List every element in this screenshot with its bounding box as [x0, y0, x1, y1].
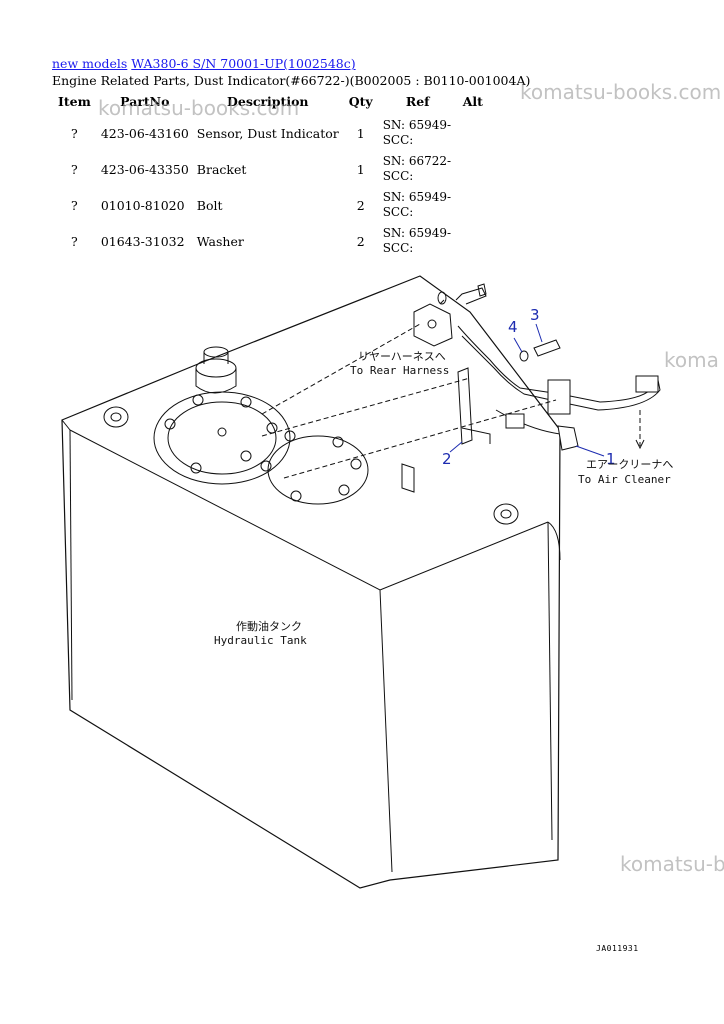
cell-description: Bracket [196, 161, 247, 177]
cell-alt [457, 115, 489, 151]
cell-partno: 423-06-43160 [100, 125, 189, 141]
breadcrumb-link-new-models[interactable]: new models [52, 56, 128, 71]
leader-lines [261, 323, 641, 479]
hydraulic-tank-drawing [61, 275, 561, 889]
header-alt: Alt [462, 94, 483, 109]
parts-table: Item PartNo Description Qty Ref Alt ? 42… [52, 92, 489, 259]
table-row: ? 423-06-43160 Sensor, Dust Indicator 1 … [52, 115, 489, 151]
cell-description: Bolt [196, 197, 223, 213]
table-row: ? 01643-31032 Washer 2 SN: 65949-SCC: [52, 223, 489, 259]
callout-2: 2 [442, 450, 452, 468]
header-ref: Ref [405, 94, 430, 109]
tank-label-en: Hydraulic Tank [214, 634, 307, 647]
cell-description: Washer [196, 233, 244, 249]
watermark: komatsu-b [620, 852, 724, 876]
air-cleaner-label-jp: エアークリーナへ [586, 458, 673, 471]
watermark: koma [664, 348, 719, 372]
breadcrumb: new models WA380-6 S/N 70001-UP(1002548c… [52, 56, 356, 71]
cell-partno: 01010-81020 [100, 197, 185, 213]
air-cleaner-label-en: To Air Cleaner [578, 473, 671, 486]
cell-partno: 01643-31032 [100, 233, 185, 249]
header-description: Description [227, 94, 309, 109]
watermark: komatsu-books.com [98, 96, 300, 120]
table-header-row: Item PartNo Description Qty Ref Alt [52, 92, 489, 115]
cell-partno: 423-06-43350 [100, 161, 189, 177]
cell-item: ? [71, 197, 78, 213]
callout-4: 4 [508, 318, 518, 336]
table-row: ? 423-06-43350 Bracket 1 SN: 66722-SCC: [52, 151, 489, 187]
cell-qty: 2 [356, 233, 365, 249]
cell-ref: SN: 65949-SCC: [382, 190, 452, 219]
cell-description: Sensor, Dust Indicator [196, 125, 339, 141]
header-partno: PartNo [120, 94, 170, 109]
rear-harness-label-en: To Rear Harness [350, 364, 449, 377]
callout-1-leader [575, 445, 605, 457]
drawing-code: JA011931 [596, 944, 639, 953]
callout-3-leader [535, 323, 543, 343]
callout-4-leader [513, 337, 523, 353]
header-qty: Qty [348, 94, 373, 109]
table-row: ? 01010-81020 Bolt 2 SN: 65949-SCC: [52, 187, 489, 223]
cell-qty: 2 [356, 197, 365, 213]
parts-diagram: 1 2 3 4 リヤーハーネスへ To Rear Harness エアークリーナ… [61, 275, 673, 889]
rear-harness-label-jp: リヤーハーネスへ [358, 350, 446, 363]
cell-item: ? [71, 125, 78, 141]
cell-alt [457, 223, 489, 259]
cell-ref: SN: 66722-SCC: [382, 154, 452, 183]
cell-qty: 1 [356, 161, 365, 177]
dust-indicator-assembly [413, 283, 661, 451]
cell-ref: SN: 65949-SCC: [382, 118, 452, 147]
cell-item: ? [71, 161, 78, 177]
cell-alt [457, 187, 489, 223]
cell-item: ? [71, 233, 78, 249]
callout-1: 1 [606, 450, 616, 468]
arrow-to-air-cleaner [635, 439, 645, 450]
header-item: Item [58, 94, 91, 109]
callout-2-leader [449, 441, 463, 453]
cell-alt [457, 151, 489, 187]
cell-ref: SN: 65949-SCC: [382, 226, 452, 255]
watermark: komatsu-books.com [520, 80, 722, 104]
breadcrumb-link-model[interactable]: WA380-6 S/N 70001-UP(1002548c) [131, 56, 356, 71]
cell-qty: 1 [356, 125, 365, 141]
page-title: Engine Related Parts, Dust Indicator(#66… [52, 73, 531, 88]
callout-3: 3 [530, 306, 540, 324]
tank-label-jp: 作動油タンク [236, 619, 302, 633]
